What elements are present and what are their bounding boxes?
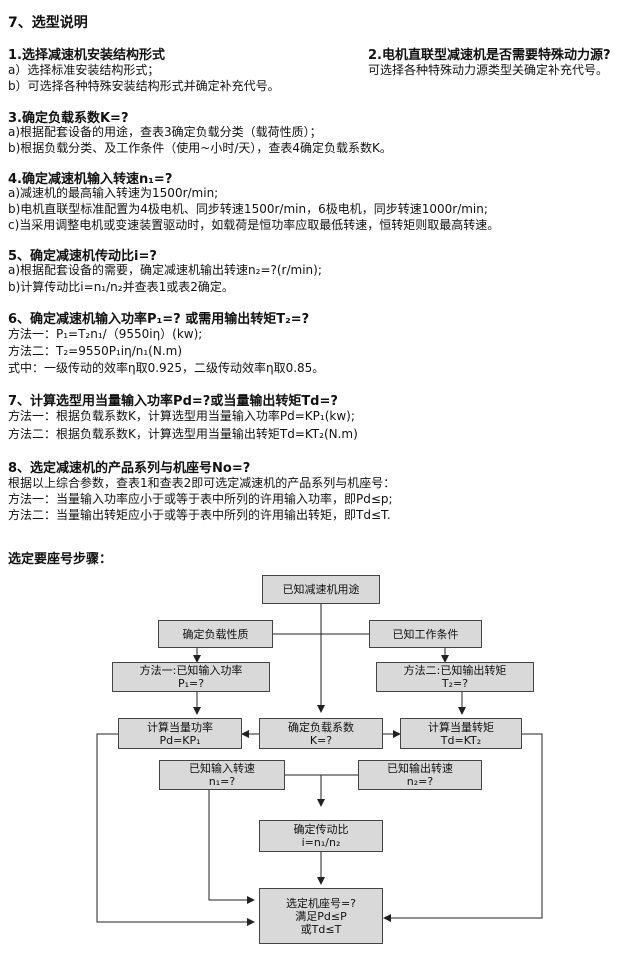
- box-input-speed-line2: n₁=?: [208, 775, 236, 788]
- box-load-factor-line2: K=?: [309, 733, 333, 747]
- box-load-factor: 确定负载系数 K=?: [259, 718, 383, 749]
- s5-a: a)根据配套设备的需要，确定减速机输出转速n₂=?(r/min);: [8, 263, 322, 277]
- box-method2: 方法二:已知输出转矩 T₂=?: [376, 662, 534, 692]
- box-equivalent-torque-line2: Td=KT₂: [440, 733, 482, 747]
- s7-heading: 7、计算选型用当量输入功率Pd=?或当量输出转矩Td=?: [8, 394, 338, 409]
- s7-m2: 方法二：根据负载系数K，计算选型用当量输出转矩Td=KT₂(N.m): [8, 427, 358, 441]
- box-equivalent-power-line1: 计算当量功率: [147, 720, 213, 734]
- box-final-line3: 或Td≤T: [300, 922, 342, 936]
- box-final-line2: 满足Pd≤P: [295, 909, 347, 923]
- box-known-use: 已知减速机用途: [262, 575, 380, 604]
- s6-m2: 方法二：T₂=9550P₁iη/n₁(N.m): [8, 344, 183, 358]
- box-equivalent-power: 计算当量功率 Pd=KP₁: [118, 718, 242, 749]
- s8-m1: 方法一：当量输入功率应小于或等于表中所列的许用输入功率，即Pd≤p;: [8, 492, 393, 506]
- s3-b: b)根据负载分类、及工作条件（使用~小时/天），查表4确定负载系数K。: [8, 141, 392, 155]
- s3-a: a)根据配套设备的用途，查表3确定负载分类（载荷性质）；: [8, 125, 322, 139]
- box-load-nature-label: 确定负载性质: [182, 627, 249, 641]
- s2-heading: 2.电机直联型减速机是否需要特殊动力源?: [368, 48, 611, 63]
- box-load-nature: 确定负载性质: [158, 620, 273, 648]
- box-method1: 方法一:已知输入功率 P₁=?: [112, 662, 270, 692]
- s4-a: a)减速机的最高输入转速为1500r/min;: [8, 186, 219, 200]
- box-output-speed-line1: 已知输出转速: [387, 762, 453, 775]
- box-known-use-label: 已知减速机用途: [282, 583, 360, 596]
- box-output-speed: 已知输出转速 n₂=?: [358, 760, 482, 790]
- section-title: 7、选型说明: [8, 15, 88, 31]
- s5-b: b)计算传动比i=n₁/n₂并查表1或表2确定。: [8, 280, 234, 294]
- box-work-conditions-label: 已知工作条件: [392, 627, 459, 641]
- s4-c: c)当采用调整电机或变速装置驱动时，如载荷是恒功率应取最低转速，恒转矩则取最高转…: [8, 218, 500, 232]
- box-equivalent-power-line2: Pd=KP₁: [159, 733, 201, 747]
- s6-heading: 6、确定减速机输入功率P₁=? 或需用输出转矩T₂=?: [8, 312, 310, 327]
- s7-m1: 方法一：根据负载系数K，计算选型用当量输入功率Pd=KP₁(kw);: [8, 409, 355, 423]
- s8-intro: 根据以上综合参数，查表1和查表2即可选定减速机的产品系列与机座号：: [8, 476, 396, 490]
- box-method2-line2: T₂=?: [441, 677, 469, 690]
- box-ratio-line2: i=n₁/n₂: [301, 836, 341, 849]
- box-output-speed-line2: n₂=?: [406, 775, 434, 788]
- box-ratio-line1: 确定传动比: [293, 823, 349, 836]
- s4-heading: 4.确定减速机输入转速n₁=?: [8, 172, 173, 187]
- s8-m2: 方法二：当量输出转矩应小于或等于表中所列的许用输出转矩，即Td≤T.: [8, 508, 391, 522]
- s3-heading: 3.确定负载系数K=?: [8, 111, 129, 126]
- s8-heading: 8、选定减速机的产品系列与机座号No=?: [8, 461, 251, 476]
- box-ratio: 确定传动比 i=n₁/n₂: [259, 820, 383, 852]
- s1-heading: 1.选择减速机安装结构形式: [8, 48, 165, 63]
- s1-b: b）可选择各种特殊安装结构形式并确定补充代号。: [8, 79, 280, 93]
- box-final-selection: 选定机座号=? 满足Pd≤P 或Td≤T: [259, 888, 383, 944]
- s4-b: b)电机直联型标准配置为4极电机、同步转速1500r/min，6极电机，同步转速…: [8, 202, 488, 216]
- steps-title: 选定要座号步骤：: [8, 552, 113, 567]
- box-final-line1: 选定机座号=?: [285, 896, 357, 910]
- box-equivalent-torque: 计算当量转矩 Td=KT₂: [400, 718, 522, 749]
- s5-heading: 5、确定减速机传动比i=?: [8, 249, 157, 264]
- s6-note: 式中：一级传动的效率η取0.925，二级传动效率η取0.85。: [8, 361, 325, 375]
- box-method2-line1: 方法二:已知输出转矩: [403, 664, 507, 677]
- box-work-conditions: 已知工作条件: [369, 620, 482, 648]
- box-equivalent-torque-line1: 计算当量转矩: [428, 720, 494, 734]
- box-method1-line1: 方法一:已知输入功率: [139, 664, 243, 677]
- s6-m1: 方法一：P₁=T₂n₁/（9550iη）(kw);: [8, 327, 203, 341]
- box-input-speed: 已知输入转速 n₁=?: [159, 760, 285, 790]
- box-input-speed-line1: 已知输入转速: [189, 762, 255, 775]
- s1-a: a）选择标准安装结构形式；: [8, 63, 160, 77]
- box-load-factor-line1: 确定负载系数: [288, 720, 354, 734]
- box-method1-line2: P₁=?: [177, 677, 205, 690]
- s2-line: 可选择各种特殊动力源类型关确定补充代号。: [368, 63, 609, 77]
